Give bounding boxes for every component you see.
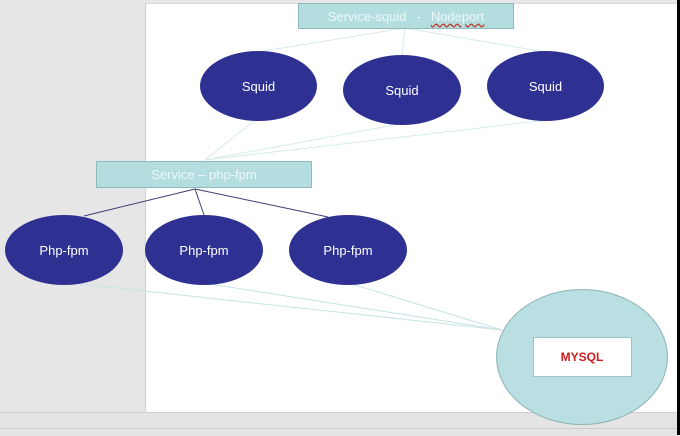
mysql-node[interactable]: MYSQL bbox=[496, 289, 668, 425]
link-squid3-svc-php bbox=[204, 119, 549, 161]
mysql-label-box: MYSQL bbox=[532, 337, 632, 377]
squid-pod-label: Squid bbox=[528, 78, 563, 94]
link-svc-php-2 bbox=[194, 188, 205, 216]
link-php2-mysql bbox=[209, 283, 503, 331]
php-fpm-pod-label: Php-fpm bbox=[39, 242, 89, 258]
link-php1-mysql bbox=[79, 283, 503, 331]
link-svc-squid-1 bbox=[257, 27, 406, 53]
php-fpm-pod-1[interactable]: Php-fpm bbox=[5, 215, 123, 285]
service-squid-node[interactable]: Service-squid - Nodeport bbox=[298, 3, 514, 29]
link-svc-squid-3 bbox=[404, 27, 546, 53]
service-php-fpm-label: Service – php-fpm bbox=[151, 167, 257, 182]
link-php3-mysql bbox=[354, 284, 503, 331]
squid-pod-1[interactable]: Squid bbox=[200, 51, 317, 121]
squid-pod-label: Squid bbox=[385, 82, 419, 98]
window-edge bbox=[677, 0, 680, 435]
php-fpm-pod-label: Php-fpm bbox=[179, 242, 229, 258]
link-squid1-svc-php bbox=[204, 119, 256, 161]
squid-pod-3[interactable]: Squid bbox=[487, 51, 604, 121]
php-fpm-pod-2[interactable]: Php-fpm bbox=[145, 215, 263, 285]
service-squid-type: Nodeport bbox=[430, 8, 485, 24]
link-svc-squid-2 bbox=[401, 27, 406, 56]
squid-pod-2[interactable]: Squid bbox=[343, 55, 461, 125]
service-php-fpm-node[interactable]: Service – php-fpm bbox=[96, 161, 312, 188]
link-squid2-svc-php bbox=[204, 123, 401, 161]
link-svc-php-3 bbox=[194, 188, 329, 218]
squid-pod-label: Squid bbox=[241, 78, 276, 94]
service-squid-label: Service-squid bbox=[327, 8, 407, 24]
link-svc-php-1 bbox=[83, 188, 196, 217]
php-fpm-pod-label: Php-fpm bbox=[323, 242, 373, 258]
status-bar-divider bbox=[0, 428, 677, 429]
php-fpm-pod-3[interactable]: Php-fpm bbox=[289, 215, 407, 285]
mysql-label: MYSQL bbox=[560, 350, 604, 364]
service-squid-separator: - bbox=[416, 8, 421, 24]
